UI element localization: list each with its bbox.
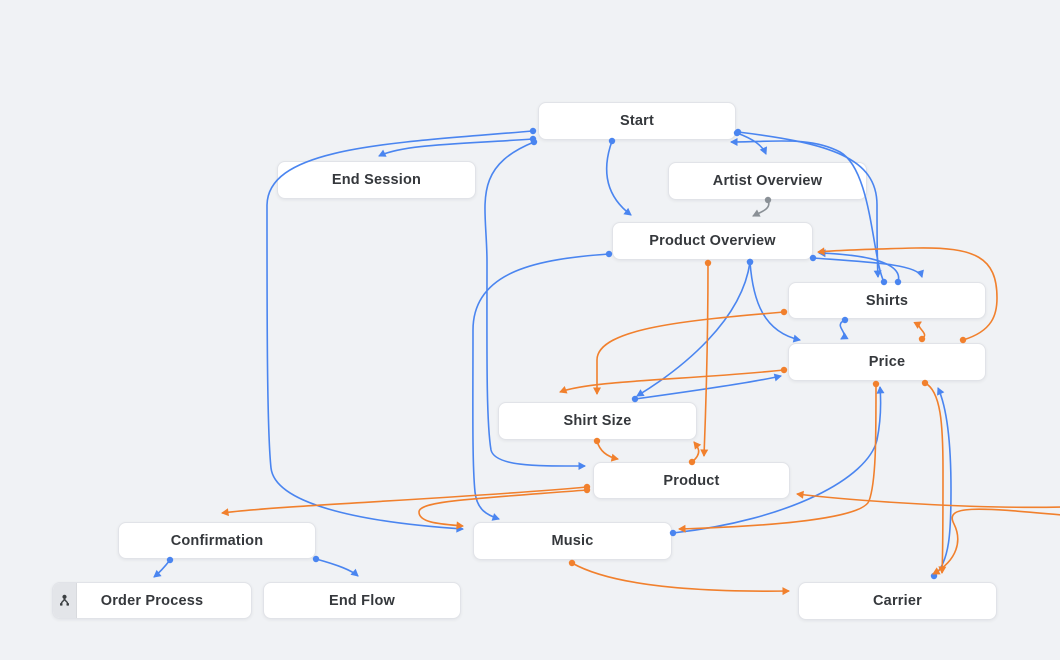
- node-end-session[interactable]: End Session: [277, 161, 476, 199]
- node-label: Artist Overview: [712, 173, 823, 189]
- edge-music-to-carrier[interactable]: [571, 562, 790, 596]
- node-shirts[interactable]: Shirts: [788, 282, 986, 319]
- edge-shirts-to-shirt-size[interactable]: [593, 311, 785, 395]
- edge-shirts-to-price[interactable]: [839, 319, 849, 340]
- node-artist-overview[interactable]: Artist Overview: [668, 162, 867, 200]
- node-label: Price: [868, 354, 906, 370]
- edge-shirt-size-to-price[interactable]: [634, 373, 782, 400]
- edge-shirts-to-product-overview[interactable]: [818, 249, 900, 283]
- edge-music-to-price[interactable]: [672, 386, 885, 534]
- edge-offscreen-right-to-product[interactable]: [796, 490, 1060, 509]
- edge-offscreen-right-to-carrier[interactable]: [932, 508, 1060, 575]
- node-label: End Flow: [328, 592, 396, 609]
- edge-product-overview-to-shirt-size[interactable]: [636, 261, 751, 397]
- subflow-icon: [53, 583, 77, 618]
- node-carrier[interactable]: Carrier: [798, 582, 997, 620]
- edge-product-to-confirmation[interactable]: [221, 486, 588, 517]
- node-confirmation[interactable]: Confirmation: [118, 522, 316, 559]
- edge-product-overview-to-music[interactable]: [472, 253, 610, 521]
- edge-shirt-size-to-product[interactable]: [596, 440, 619, 462]
- edge-price-to-shirt-size[interactable]: [559, 369, 785, 394]
- edge-price-to-music[interactable]: [678, 383, 877, 533]
- node-shirt-size[interactable]: Shirt Size: [498, 402, 697, 440]
- edge-start-to-product-overview[interactable]: [605, 140, 632, 216]
- node-label: Product: [663, 472, 720, 489]
- node-label: Order Process: [100, 592, 204, 609]
- node-label: Music: [551, 533, 594, 549]
- node-label: Product Overview: [649, 233, 776, 249]
- edge-start-to-product[interactable]: [484, 141, 586, 471]
- edge-carrier-to-price[interactable]: [933, 387, 952, 577]
- node-label: Carrier: [873, 593, 922, 609]
- edge-price-to-product-overview[interactable]: [817, 247, 998, 341]
- node-start[interactable]: Start: [538, 102, 736, 140]
- edge-product-to-music[interactable]: [418, 489, 588, 530]
- node-product[interactable]: Product: [593, 462, 790, 499]
- node-order-process[interactable]: Order Process: [52, 582, 252, 619]
- node-product-overview[interactable]: Product Overview: [612, 222, 813, 260]
- edge-product-overview-to-price[interactable]: [749, 261, 801, 343]
- edge-product-overview-to-product[interactable]: [700, 262, 709, 457]
- edge-start-to-artist-overview[interactable]: [736, 132, 768, 155]
- edge-product-overview-to-shirts[interactable]: [812, 257, 924, 278]
- edge-start-to-end-session[interactable]: [378, 138, 534, 157]
- edge-confirmation-to-order-process[interactable]: [153, 559, 171, 578]
- edge-start-to-music[interactable]: [266, 130, 534, 533]
- node-end-flow[interactable]: End Flow: [263, 582, 461, 619]
- node-label: End Session: [331, 172, 422, 188]
- edge-price-to-shirts[interactable]: [913, 321, 926, 340]
- node-label: Start: [619, 113, 655, 129]
- edge-confirmation-to-end-flow[interactable]: [315, 558, 359, 577]
- node-price[interactable]: Price: [788, 343, 986, 381]
- edge-artist-overview-to-product-overview[interactable]: [752, 199, 770, 217]
- edge-product-to-shirt-size[interactable]: [691, 441, 702, 463]
- edge-price-to-carrier[interactable]: [924, 382, 947, 574]
- node-label: Shirt Size: [563, 413, 632, 429]
- node-music[interactable]: Music: [473, 522, 672, 560]
- node-label: Shirts: [865, 292, 909, 309]
- node-label: Confirmation: [170, 532, 264, 549]
